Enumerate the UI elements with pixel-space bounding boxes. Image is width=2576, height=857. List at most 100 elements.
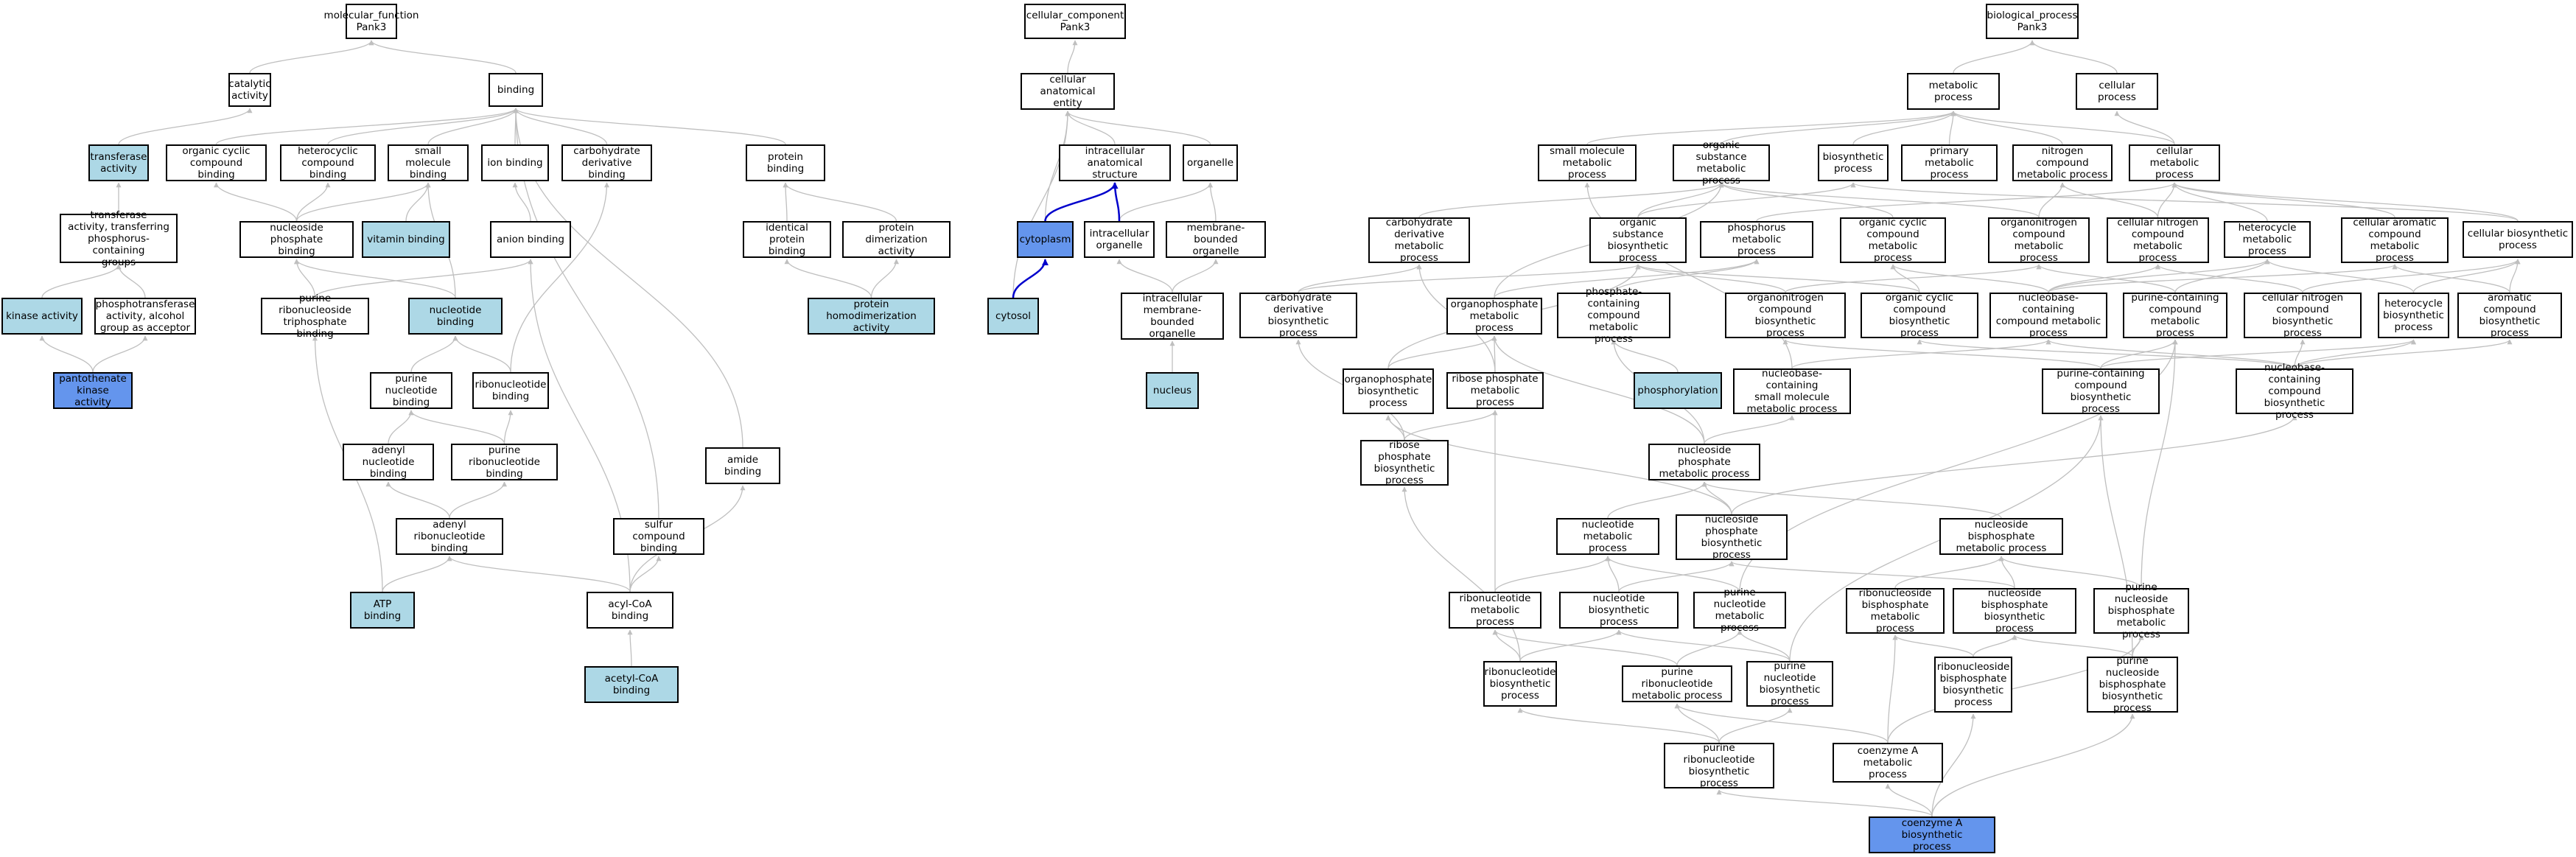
node-organic-cyclic-compound-metabolic-process[interactable]: organic cyclic compound metabolic proces…	[1840, 217, 1946, 264]
node-organic-substance-metabolic-process[interactable]: organic substance metabolic process	[1673, 139, 1770, 186]
node-cytoplasm[interactable]: cytoplasm	[1017, 221, 1074, 258]
node-cellular-metabolic-process[interactable]: cellular metabolic process	[2129, 144, 2220, 181]
node-cellular-biosynthetic-process[interactable]: cellular biosynthetic process	[2463, 221, 2573, 258]
node-purine-nucleotide-metabolic-process[interactable]: purine nucleotide metabolic process	[1693, 587, 1786, 634]
node-organophosphate-biosynthetic-process[interactable]: organophosphate biosynthetic process	[1343, 368, 1434, 414]
node-organophosphate-metabolic-process[interactable]: organophosphate metabolic process	[1446, 298, 1542, 335]
node-ribonucleotide-biosynthetic-process[interactable]: ribonucleotide biosynthetic process	[1483, 661, 1557, 707]
node-purine-nucleotide-biosynthetic-process[interactable]: purine nucleotide biosynthetic process	[1746, 660, 1833, 707]
node-heterocycle-metabolic-process[interactable]: heterocycle metabolic process	[2224, 221, 2311, 258]
node-biosynthetic-process[interactable]: biosynthetic process	[1818, 144, 1889, 181]
node-biological-process[interactable]: biological_process Pank3	[1986, 4, 2079, 39]
node-nucleoside-phosphate-biosynthetic-process[interactable]: nucleoside phosphate biosynthetic proces…	[1676, 514, 1788, 561]
node-ribonucleoside-bisphosphate-biosynthetic-process[interactable]: ribonucleoside bisphosphate biosynthetic…	[1934, 657, 2012, 713]
node-kinase-activity[interactable]: kinase activity	[1, 298, 83, 335]
node-nucleobase-containing-compound-metabolic-process[interactable]: nucleobase-containing compound metabolic…	[1989, 292, 2107, 339]
node-cellular-aromatic-compound-metabolic-process[interactable]: cellular aromatic compound metabolic pro…	[2341, 217, 2449, 264]
node-pantothenate-kinase-activity[interactable]: pantothenate kinase activity	[53, 372, 133, 409]
node-nucleotide-metabolic-process[interactable]: nucleotide metabolic process	[1556, 518, 1659, 555]
node-carbohydrate-derivative-biosynthetic-process[interactable]: carbohydrate derivative biosynthetic pro…	[1239, 292, 1357, 339]
node-amide-binding[interactable]: amide binding	[705, 447, 780, 484]
node-nucleobase-containing-small-molecule-metabolic-process[interactable]: nucleobase-containing small molecule met…	[1733, 368, 1851, 415]
node-intracellular-membrane-bounded-organelle[interactable]: intracellular membrane-bounded organelle	[1121, 293, 1224, 340]
node-small-molecule-metabolic-process[interactable]: small molecule metabolic process	[1538, 144, 1637, 181]
node-nucleotide-biosynthetic-process[interactable]: nucleotide biosynthetic process	[1559, 592, 1679, 629]
node-carbohydrate-derivative-metabolic-process[interactable]: carbohydrate derivative metabolic proces…	[1368, 217, 1470, 264]
node-intracellular-anatomical-structure[interactable]: intracellular anatomical structure	[1059, 144, 1171, 181]
node-heterocyclic-compound-binding[interactable]: heterocyclic compound binding	[280, 144, 376, 181]
node-nucleoside-bisphosphate-metabolic-process[interactable]: nucleoside bisphosphate metabolic proces…	[1939, 518, 2063, 555]
node-organelle[interactable]: organelle	[1183, 144, 1238, 181]
node-anion-binding[interactable]: anion binding	[490, 221, 571, 258]
edge-homodimer-to-identical	[784, 259, 872, 298]
node-nucleus[interactable]: nucleus	[1146, 372, 1199, 409]
node-cellular-component[interactable]: cellular_component Pank3	[1024, 4, 1126, 39]
edge-metabolic-to-bp	[1953, 40, 2035, 74]
node-coenzyme-a-biosynthetic-process[interactable]: coenzyme A biosynthetic process	[1869, 816, 1995, 853]
node-ion-binding[interactable]: ion binding	[481, 144, 549, 181]
node-primary-metabolic-process[interactable]: primary metabolic process	[1901, 144, 1998, 181]
node-nitrogen-compound-metabolic-process[interactable]: nitrogen compound metabolic process	[2012, 144, 2113, 181]
node-cellular-nitrogen-compound-biosynthetic-process[interactable]: cellular nitrogen compound biosynthetic …	[2244, 292, 2362, 339]
node-catalytic-activity[interactable]: catalytic activity	[228, 73, 271, 107]
node-purine-nucleoside-bisphosphate-biosynthetic-process[interactable]: purine nucleoside bisphosphate biosynthe…	[2087, 655, 2178, 714]
node-protein-dimerization-activity[interactable]: protein dimerization activity	[842, 221, 951, 258]
node-organic-cyclic-compound-binding[interactable]: organic cyclic compound binding	[166, 144, 267, 181]
node-phosphorylation[interactable]: phosphorylation	[1634, 372, 1722, 409]
node-nucleoside-bisphosphate-biosynthetic-process[interactable]: nucleoside bisphosphate biosynthetic pro…	[1953, 587, 2076, 634]
edge-nsbpmp-to-nspmp	[1701, 481, 2002, 519]
node-ribose-phosphate-metabolic-process[interactable]: ribose phosphate metabolic process	[1446, 372, 1544, 409]
node-atp-binding[interactable]: ATP binding	[350, 592, 415, 629]
node-nucleoside-phosphate-metabolic-process[interactable]: nucleoside phosphate metabolic process	[1648, 444, 1760, 480]
node-small-molecule-binding[interactable]: small molecule binding	[388, 144, 469, 181]
node-cellular-process[interactable]: cellular process	[2076, 73, 2158, 110]
node-identical-protein-binding[interactable]: identical protein binding	[743, 221, 831, 258]
node-transferase-activity[interactable]: transferase activity	[88, 144, 149, 181]
node-phosphorus-metabolic-process[interactable]: phosphorus metabolic process	[1700, 221, 1813, 258]
node-organic-substance-biosynthetic-process[interactable]: organic substance biosynthetic process	[1589, 217, 1687, 264]
node-nucleoside-phosphate-binding[interactable]: nucleoside phosphate binding	[239, 221, 354, 258]
node-ribonucleotide-binding[interactable]: ribonucleotide binding	[472, 372, 549, 409]
node-sulfur-compound-binding[interactable]: sulfur compound binding	[613, 518, 704, 555]
node-heterocycle-biosynthetic-process[interactable]: heterocycle biosynthetic process	[2378, 293, 2449, 338]
node-purine-nucleoside-bisphosphate-metabolic-process[interactable]: purine nucleoside bisphosphate metabolic…	[2093, 581, 2189, 640]
node-organic-cyclic-compound-biosynthetic-process[interactable]: organic cyclic compound biosynthetic pro…	[1861, 292, 1978, 339]
node-protein-binding[interactable]: protein binding	[746, 144, 825, 181]
edge-biosyn-to-metabolic	[1852, 111, 1956, 145]
node-aromatic-compound-biosynthetic-process[interactable]: aromatic compound biosynthetic process	[2457, 292, 2562, 339]
node-acetyl-coa-binding[interactable]: acetyl-CoA binding	[584, 666, 679, 703]
node-nucleobase-containing-compound-biosynthetic-process[interactable]: nucleobase-containing compound biosynthe…	[2236, 362, 2353, 421]
node-intracellular-organelle[interactable]: intracellular organelle	[1084, 221, 1155, 258]
node-adenyl-nucleotide-binding[interactable]: adenyl nucleotide binding	[343, 444, 434, 480]
node-carbohydrate-derivative-binding[interactable]: carbohydrate derivative binding	[561, 144, 652, 181]
node-phosphotransferase-activity[interactable]: phosphotransferase activity, alcohol gro…	[94, 298, 196, 335]
node-cellular-anatomical-entity[interactable]: cellular anatomical entity	[1021, 73, 1115, 110]
node-vitamin-binding[interactable]: vitamin binding	[362, 221, 450, 258]
node-ribose-phosphate-biosynthetic-process[interactable]: ribose phosphate biosynthetic process	[1360, 439, 1449, 486]
node-ribonucleotide-metabolic-process[interactable]: ribonucleotide metabolic process	[1449, 592, 1541, 629]
node-membrane-bounded-organelle[interactable]: membrane-bounded organelle	[1166, 221, 1266, 258]
node-cellular-nitrogen-compound-metabolic-process[interactable]: cellular nitrogen compound metabolic pro…	[2107, 217, 2209, 264]
edge-prntbp-to-pntbp	[1718, 707, 1793, 744]
node-protein-homodimerization-activity[interactable]: protein homodimerization activity	[808, 298, 935, 335]
node-purine-ribonucleotide-biosynthetic-process[interactable]: purine ribonucleotide biosynthetic proce…	[1664, 742, 1774, 789]
node-binding[interactable]: binding	[489, 73, 543, 107]
node-purine-nucleotide-binding[interactable]: purine nucleotide binding	[370, 372, 452, 409]
node-acyl-coa-binding[interactable]: acyl-CoA binding	[587, 592, 673, 629]
node-cytosol[interactable]: cytosol	[987, 298, 1039, 335]
node-transferase-phosphorus[interactable]: transferase activity, transferring phosp…	[60, 209, 178, 268]
node-coenzyme-a-metabolic-process[interactable]: coenzyme A metabolic process	[1833, 743, 1943, 783]
node-organonitrogen-compound-biosynthetic-process[interactable]: organonitrogen compound biosynthetic pro…	[1725, 292, 1846, 339]
node-purine-ribonucleoside-triphosphate-binding[interactable]: purine ribonucleoside triphosphate bindi…	[261, 293, 369, 340]
node-molecular-function[interactable]: molecular_function Pank3	[324, 4, 419, 39]
node-ribonucleoside-bisphosphate-metabolic-process[interactable]: ribonucleoside bisphosphate metabolic pr…	[1846, 587, 1945, 634]
node-metabolic-process[interactable]: metabolic process	[1907, 73, 2000, 110]
node-organonitrogen-compound-metabolic-process[interactable]: organonitrogen compound metabolic proces…	[1988, 217, 2090, 264]
node-purine-containing-compound-metabolic-process[interactable]: purine-containing compound metabolic pro…	[2123, 292, 2227, 339]
node-adenyl-ribonucleotide-binding[interactable]: adenyl ribonucleotide binding	[396, 518, 503, 555]
node-nucleotide-binding[interactable]: nucleotide binding	[408, 298, 503, 335]
node-purine-containing-compound-biosynthetic-process[interactable]: purine-containing compound biosynthetic …	[2042, 368, 2160, 415]
node-purine-ribonucleotide-metabolic-process[interactable]: purine ribonucleotide metabolic process	[1622, 665, 1732, 702]
node-phosphate-containing-compound-metabolic-process[interactable]: phosphate-containing compound metabolic …	[1557, 286, 1670, 345]
node-purine-ribonucleotide-binding[interactable]: purine ribonucleotide binding	[451, 444, 558, 480]
